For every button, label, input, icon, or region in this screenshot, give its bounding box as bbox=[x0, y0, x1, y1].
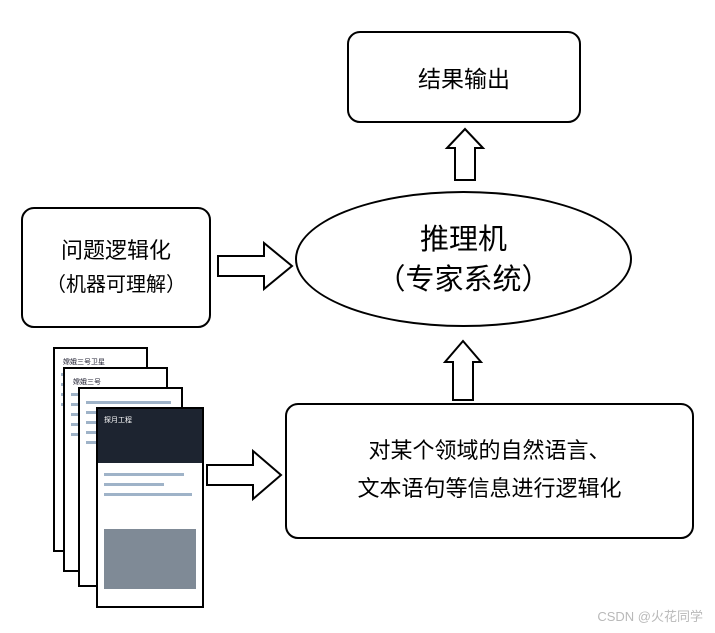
language-box-line2: 文本语句等信息进行逻辑化 bbox=[357, 477, 622, 502]
right-arrow-to-inference bbox=[217, 240, 294, 292]
up-arrow-to-inference bbox=[442, 339, 484, 401]
document-4-header: 探月工程 bbox=[104, 416, 132, 424]
language-logicization-box: 对某个领域的自然语言、 文本语句等信息进行逻辑化 bbox=[285, 403, 694, 539]
inference-engine-subtitle: （专家系统） bbox=[376, 262, 551, 296]
document-4-image bbox=[104, 529, 196, 589]
problem-box-subtitle: （机器可理解） bbox=[46, 271, 186, 296]
language-box-line1: 对某个领域的自然语言、 bbox=[368, 439, 611, 464]
inference-engine-title: 推理机 bbox=[419, 222, 507, 256]
result-output-label: 结果输出 bbox=[418, 67, 510, 93]
inference-engine-ellipse: 推理机 （专家系统） bbox=[295, 191, 632, 327]
result-output-box: 结果输出 bbox=[347, 31, 581, 123]
document-2-title: 嫦娥三号 bbox=[73, 378, 101, 386]
right-arrow-to-language-box bbox=[206, 448, 283, 502]
up-arrow-to-output bbox=[444, 127, 486, 181]
document-thumbnail-4: 探月工程 bbox=[96, 407, 204, 608]
document-4-banner: 探月工程 bbox=[98, 409, 202, 463]
problem-logicization-box: 问题逻辑化 （机器可理解） bbox=[21, 207, 211, 328]
document-1-title: 嫦娥三号卫星 bbox=[63, 358, 105, 366]
problem-box-title: 问题逻辑化 bbox=[60, 238, 171, 264]
watermark: CSDN @火花同学 bbox=[597, 609, 703, 624]
